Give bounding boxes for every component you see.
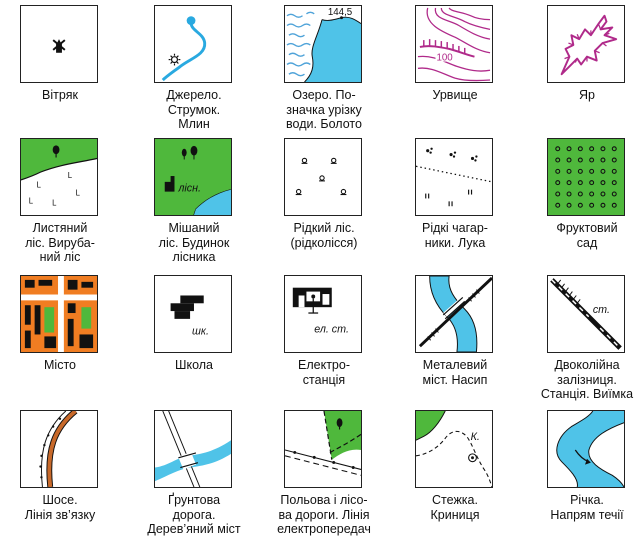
river-flow-direction-icon — [547, 410, 625, 488]
city-icon — [20, 275, 98, 353]
dirt-road-wooden-bridge-icon — [154, 410, 232, 488]
school-icon: шк. — [154, 275, 232, 353]
school-label: шк. — [192, 325, 209, 337]
caption-river: Річка. Напрям течії — [550, 493, 624, 522]
svg-text:L: L — [37, 181, 42, 190]
caption-orchard: Фруктовий сад — [556, 221, 618, 250]
metal-bridge-embankment-icon — [415, 275, 493, 353]
windmill-icon — [20, 5, 98, 83]
caption-mixed: Мішаний ліс. Будинок лісника — [158, 221, 230, 265]
ravine-icon — [547, 5, 625, 83]
power-station-label: ел. ст. — [314, 324, 349, 336]
caption-windmill: Вітряк — [42, 88, 78, 102]
svg-text:L: L — [29, 196, 34, 205]
caption-spring: Джерело. Струмок. Млин — [166, 88, 222, 132]
caption-city: Місто — [44, 358, 76, 372]
spring-stream-mill-icon — [154, 5, 232, 83]
lake-elevation-label: 144,5 — [328, 7, 352, 18]
contour-label: 100 — [436, 53, 453, 64]
sparse-shrubs-meadow-icon — [415, 138, 493, 216]
forester-house-label: лісн. — [177, 183, 201, 195]
mixed-forest-house-icon: лісн. — [154, 138, 232, 216]
well-label: К. — [471, 431, 480, 443]
caption-railway: Двоколійна залізниця. Станція. Виїмка — [540, 358, 634, 402]
highway-comm-line-icon — [20, 410, 98, 488]
orchard-icon — [547, 138, 625, 216]
power-station-icon: ел. ст. — [284, 275, 362, 353]
svg-text:L: L — [76, 189, 81, 198]
caption-deciduous: Листяний ліс. Вируба- ний ліс — [25, 221, 95, 265]
svg-text:L: L — [52, 198, 57, 207]
path-well-icon: К. — [415, 410, 493, 488]
caption-path: Стежка. Криниця — [430, 493, 480, 522]
caption-shrubs: Рідкі чагар- ники. Лука — [422, 221, 488, 250]
station-label: ст. — [593, 304, 610, 316]
caption-school: Школа — [175, 358, 213, 372]
cliff-contour-icon: 100 — [415, 5, 493, 83]
sparse-forest-icon — [284, 138, 362, 216]
svg-text:L: L — [68, 171, 73, 180]
caption-sparse: Рідкий ліс. (рідколісся) — [290, 221, 358, 250]
caption-dirtroad: Ґрунтова дорога. Дерев’яний міст — [147, 493, 241, 537]
caption-power: Електро- станція — [298, 358, 350, 387]
field-forest-road-power-line-icon — [284, 410, 362, 488]
caption-ravine: Яр — [579, 88, 595, 102]
caption-lake: Озеро. По- значка урізку води. Болото — [286, 88, 362, 132]
caption-cliff: Урвище — [432, 88, 478, 102]
railway-station-cutting-icon: ст. — [547, 275, 625, 353]
caption-fieldroad: Польова і лісо- ва дороги. Лінія електро… — [277, 493, 371, 537]
caption-highway: Шосе. Лінія зв’язку — [24, 493, 96, 522]
caption-bridge: Металевий міст. Насип — [422, 358, 488, 387]
lake-swamp-icon: 144,5 — [284, 5, 362, 83]
